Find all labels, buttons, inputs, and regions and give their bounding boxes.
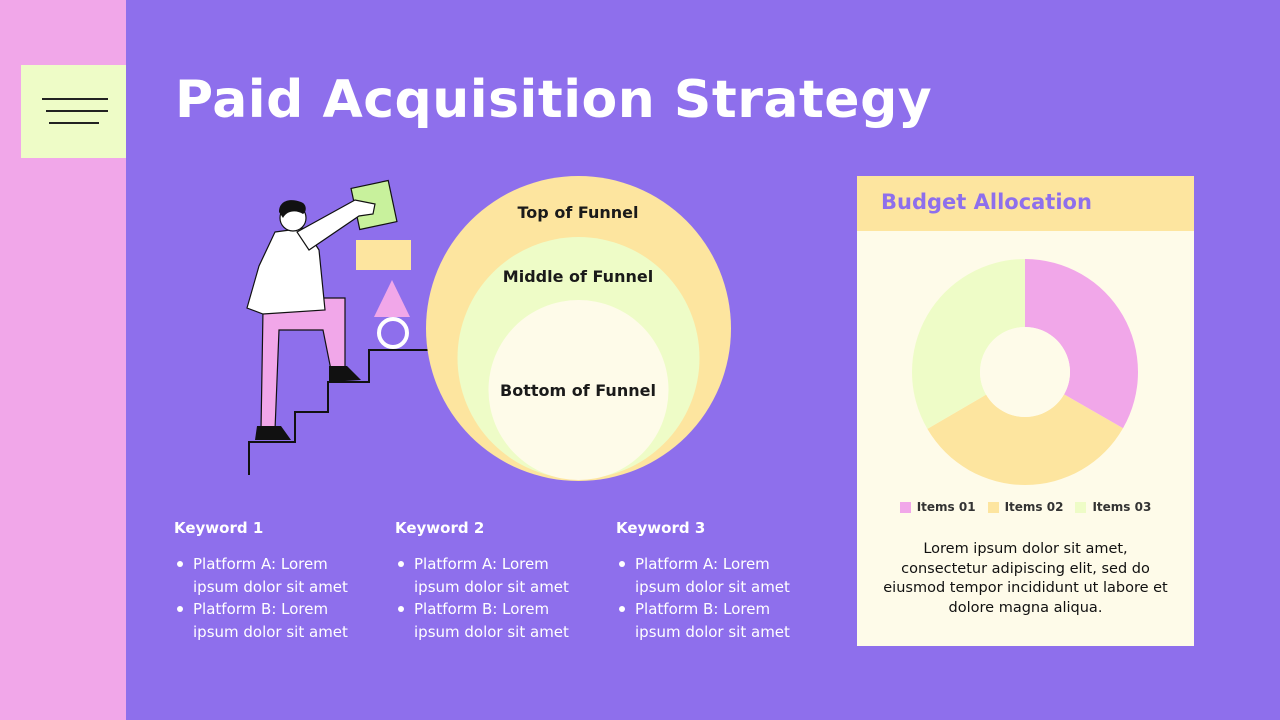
budget-description: Lorem ipsum dolor sit amet, consectetur … (883, 541, 1168, 616)
legend-swatch (1075, 501, 1087, 513)
keyword-title: Keyword 2 (395, 519, 485, 537)
list-item: Platform A: Lorem ipsum dolor sit amet (395, 553, 595, 598)
person-climbing-stairs-illustration (246, 179, 439, 475)
budget-donut-chart (912, 259, 1138, 485)
budget-card-header: Budget Allocation (857, 176, 1194, 231)
list-item: Platform B: Lorem ipsum dolor sit amet (174, 598, 374, 643)
keyword-list: Platform A: Lorem ipsum dolor sit amet P… (616, 553, 816, 643)
list-item: Platform A: Lorem ipsum dolor sit amet (174, 553, 374, 598)
legend-item: Items 02 (987, 500, 1064, 514)
list-item: Platform A: Lorem ipsum dolor sit amet (616, 553, 816, 598)
donut-hole (980, 327, 1070, 417)
page-title: Paid Acquisition Strategy (175, 70, 933, 130)
donut-slice-3 (912, 259, 1025, 429)
keyword-list: Platform A: Lorem ipsum dolor sit amet P… (395, 553, 595, 643)
keyword-column-1: Keyword 1 Platform A: Lorem ipsum dolor … (174, 519, 374, 643)
menu-button[interactable] (21, 65, 126, 158)
funnel-bottom-label: Bottom of Funnel (500, 381, 656, 400)
list-item: Platform B: Lorem ipsum dolor sit amet (395, 598, 595, 643)
keyword-column-2: Keyword 2 Platform A: Lorem ipsum dolor … (395, 519, 595, 643)
legend-swatch (899, 501, 911, 513)
keyword-list: Platform A: Lorem ipsum dolor sit amet P… (174, 553, 374, 643)
budget-title: Budget Allocation (881, 190, 1092, 214)
legend-label: Items 01 (916, 500, 976, 514)
legend-item: Items 01 (899, 500, 976, 514)
funnel-diagram (426, 176, 731, 481)
list-item: Platform B: Lorem ipsum dolor sit amet (616, 598, 816, 643)
keyword-column-3: Keyword 3 Platform A: Lorem ipsum dolor … (616, 519, 816, 643)
chart-legend: Items 01 Items 02 Items 03 (857, 500, 1194, 514)
keyword-title: Keyword 1 (174, 519, 264, 537)
funnel-bottom-circle (488, 300, 669, 480)
legend-label: Items 02 (1004, 500, 1064, 514)
donut-slice-1 (1025, 259, 1138, 429)
legend-item: Items 03 (1075, 500, 1151, 514)
legend-label: Items 03 (1092, 500, 1152, 514)
keyword-title: Keyword 3 (616, 519, 706, 537)
donut-slice-2 (927, 394, 1123, 485)
legend-swatch (987, 501, 999, 513)
funnel-top-label: Top of Funnel (517, 203, 639, 222)
funnel-middle-label: Middle of Funnel (502, 267, 654, 286)
